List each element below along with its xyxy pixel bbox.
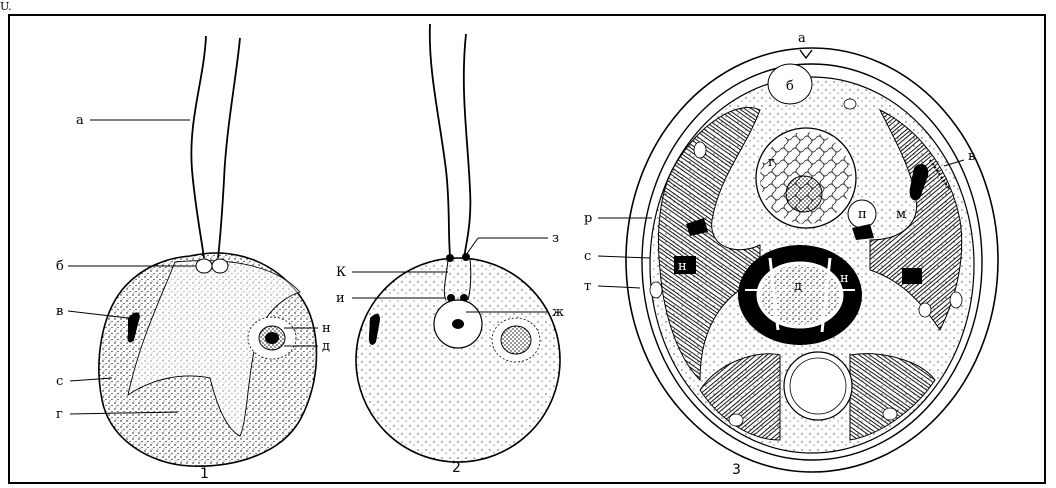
label-k-fig2: К (336, 265, 346, 280)
label-s-fig1: с (56, 374, 63, 389)
label-v-fig1: в (56, 304, 63, 319)
label-m-fig3: м (896, 207, 906, 222)
label-p-fig3: п (858, 207, 867, 222)
figure-number-3: 3 (732, 462, 741, 478)
label-d-fig3: д (794, 279, 802, 294)
basal-body-1a (196, 259, 212, 273)
figure-number-1: 1 (200, 466, 209, 482)
cell-figure-2 (352, 24, 560, 462)
label-n2-fig3: н (840, 271, 849, 286)
cell-body-2 (356, 258, 560, 462)
label-t-fig3: т (584, 279, 591, 294)
label-z-fig2: з (552, 231, 559, 246)
label-n-fig1: н (322, 321, 331, 336)
figure-number-2: 2 (452, 460, 461, 476)
cell-figure-1 (68, 36, 318, 466)
flagellum-1b (218, 38, 240, 258)
nucleolus-2 (452, 319, 464, 329)
flagellum-2b (464, 34, 471, 258)
flagellum-2a (430, 24, 450, 256)
label-n1-fig3: н (678, 259, 687, 274)
label-a-fig1: а (76, 113, 84, 128)
label-r-fig3: р (584, 211, 592, 226)
label-b-fig1: б (56, 259, 64, 274)
label-v-fig3: в (968, 149, 975, 164)
basal-body-1b (212, 259, 228, 273)
cell-figure-3 (598, 48, 998, 472)
label-zh-fig2: ж (552, 305, 564, 320)
nucleolus-3 (786, 176, 822, 212)
label-a-fig3: а (798, 31, 806, 46)
label-i-fig2: и (336, 291, 345, 306)
pyrenoid-2 (501, 326, 531, 354)
flagellum-1a (191, 36, 206, 258)
label-d-fig1: д (322, 339, 330, 354)
label-s-fig3: с (584, 249, 591, 264)
pyrenoid-core-1 (265, 332, 279, 344)
label-b-fig3: б (786, 79, 794, 94)
basal-granule-2a (446, 254, 454, 262)
starch-block-2 (902, 268, 922, 284)
label-g-fig1: г (56, 407, 63, 422)
label-g-fig3: г (768, 155, 775, 170)
